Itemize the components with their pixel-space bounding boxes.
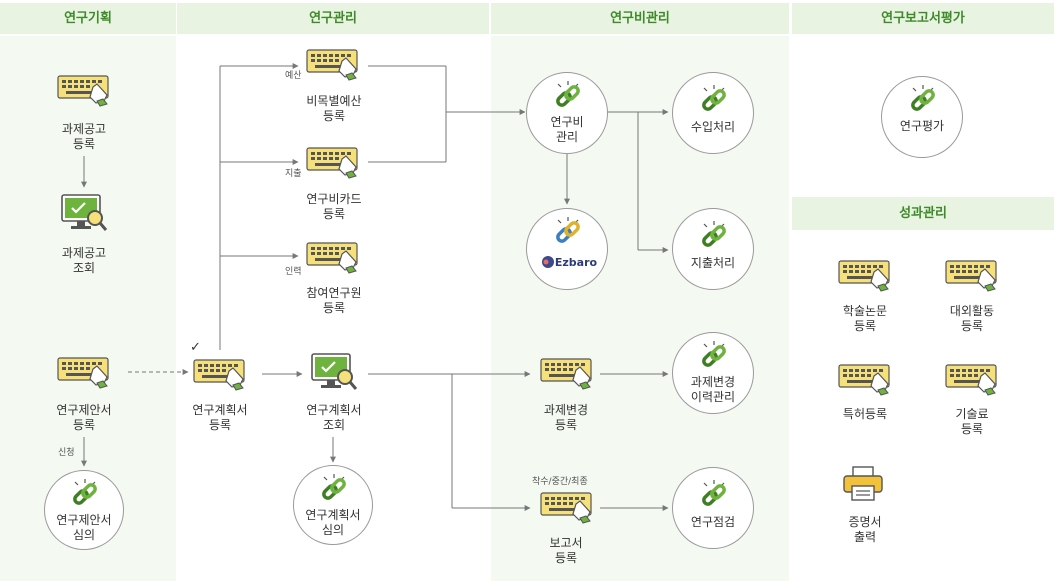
chain-link-icon bbox=[556, 217, 580, 243]
chain-link-icon bbox=[556, 81, 580, 107]
keyboard-hand-icon bbox=[945, 364, 997, 396]
fund-manage-label: 연구비 관리 bbox=[550, 115, 584, 144]
apply-label: 신청 bbox=[58, 448, 75, 458]
keyboard-hand-icon bbox=[57, 75, 109, 107]
evaluation-node[interactable]: 연구평가 bbox=[881, 76, 963, 158]
plan-review-node[interactable]: 연구계획서 심의 bbox=[293, 465, 373, 545]
keyboard-hand-icon bbox=[838, 364, 890, 396]
budget-tag: 예산 bbox=[285, 71, 302, 81]
report-stage-tag: 착수/중간/최종 bbox=[532, 477, 588, 487]
header-performance: 성과관리 bbox=[792, 197, 1054, 230]
report-register-label: 보고서 등록 bbox=[549, 536, 583, 565]
header-report: 연구보고서평가 bbox=[792, 3, 1054, 34]
header-planning: 연구기획 bbox=[0, 3, 176, 34]
chain-link-icon bbox=[322, 474, 346, 500]
chain-link-icon bbox=[702, 85, 726, 111]
card-register-label: 연구비카드 등록 bbox=[306, 192, 362, 221]
announce-view-label: 과제공고 조회 bbox=[61, 246, 107, 275]
keyboard-hand-icon bbox=[838, 260, 890, 292]
announce-register-label: 과제공고 등록 bbox=[61, 122, 107, 151]
header-expense: 연구비관리 bbox=[491, 3, 789, 34]
patent-register-label: 특허등록 bbox=[842, 407, 888, 421]
chain-link-icon bbox=[702, 341, 726, 367]
check-mark: ✓ bbox=[190, 340, 201, 355]
keyboard-hand-icon bbox=[540, 358, 592, 390]
fund-manage-node[interactable]: 연구비 관리 bbox=[526, 72, 608, 154]
keyboard-hand-icon bbox=[306, 49, 358, 81]
proposal-review-label: 연구제안서 심의 bbox=[56, 513, 112, 542]
income-label: 수입처리 bbox=[690, 120, 736, 134]
change-history-label: 과제변경 이력관리 bbox=[690, 375, 736, 404]
inspection-label: 연구점검 bbox=[690, 515, 736, 529]
change-history-node[interactable]: 과제변경 이력관리 bbox=[672, 332, 754, 414]
paper-register-label: 학술논문 등록 bbox=[842, 304, 888, 333]
ezbaro-label: Ezbaro bbox=[554, 256, 598, 269]
plan-register-label: 연구계획서 등록 bbox=[192, 403, 248, 432]
spending-node[interactable]: 지출처리 bbox=[672, 208, 754, 290]
budget-register-label: 비목별예산 등록 bbox=[306, 94, 362, 123]
keyboard-hand-icon bbox=[193, 359, 245, 391]
expense-tag: 지출 bbox=[285, 169, 302, 179]
proposal-register-label: 연구제안서 등록 bbox=[56, 403, 112, 432]
chain-link-icon bbox=[702, 221, 726, 247]
evaluation-label: 연구평가 bbox=[899, 119, 945, 133]
ezbaro-logo bbox=[542, 256, 554, 268]
chain-link-icon bbox=[911, 85, 935, 111]
keyboard-hand-icon bbox=[945, 260, 997, 292]
personnel-tag: 인력 bbox=[285, 267, 302, 277]
monitor-search-icon bbox=[61, 194, 108, 231]
keyboard-hand-icon bbox=[306, 242, 358, 274]
keyboard-hand-icon bbox=[57, 357, 109, 389]
keyboard-hand-icon bbox=[306, 147, 358, 179]
external-register-label: 대외활동 등록 bbox=[949, 304, 995, 333]
change-register-label: 과제변경 등록 bbox=[543, 403, 589, 432]
chain-link-icon bbox=[702, 480, 726, 506]
header-management: 연구관리 bbox=[177, 3, 489, 34]
ezbaro-node[interactable]: Ezbaro bbox=[526, 208, 608, 290]
proposal-review-node[interactable]: 연구제안서 심의 bbox=[44, 470, 124, 550]
tech-fee-register-label: 기술료 등록 bbox=[955, 407, 989, 436]
plan-review-label: 연구계획서 심의 bbox=[305, 508, 361, 537]
plan-view-label: 연구계획서 조회 bbox=[306, 403, 362, 432]
monitor-search-icon bbox=[311, 353, 358, 390]
income-node[interactable]: 수입처리 bbox=[672, 72, 754, 154]
keyboard-hand-icon bbox=[540, 492, 592, 524]
spending-label: 지출처리 bbox=[690, 256, 736, 270]
chain-link-icon bbox=[73, 479, 97, 505]
researcher-register-label: 참여연구원 등록 bbox=[306, 286, 362, 315]
certificate-print-label: 증명서 출력 bbox=[848, 515, 882, 544]
printer-icon bbox=[843, 466, 883, 501]
inspection-node[interactable]: 연구점검 bbox=[672, 467, 754, 549]
